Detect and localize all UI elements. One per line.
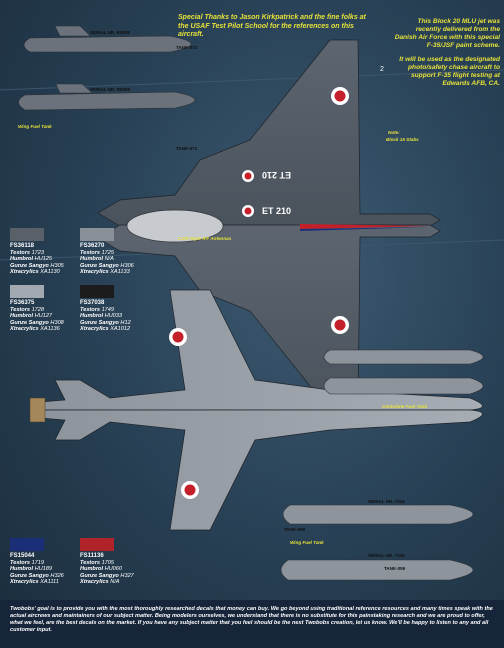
chip-code: FS11136 (80, 553, 104, 559)
centerline-tank-label: Centerline Fuel Tank (382, 404, 428, 409)
chip-line: Xtracrylics XA1130 (10, 269, 60, 276)
serial-top-b: SERIAL NR. R0808 (90, 87, 130, 92)
wing-fuel-tank-top-view (23, 25, 192, 53)
roundel (331, 87, 349, 105)
tank-072-b: TANK-072 (176, 146, 198, 151)
chip-line: Xtracrylics XA1136 (10, 326, 60, 333)
chip-line: Humbrol HU125 (10, 256, 52, 263)
wing-fuel-tank-side-view (18, 83, 196, 111)
iff-label: CCIP Style IFF Antennas (178, 236, 232, 241)
chip-line: Humbrol HU189 (10, 566, 52, 573)
serial-bottom-a: SERIAL NR. 7316 (368, 499, 405, 504)
chip-code: FS37038 (80, 300, 105, 306)
chip-line: Testors 1749 (80, 307, 115, 313)
tank-072-a: TANK-072 (176, 45, 198, 50)
color-chip-fs15044: FS15044 Testors 1719 Humbrol HU189 Gunze… (10, 538, 80, 586)
color-chip-fs36270: FS36270 Testors 1725 Humbrol N/A Gunze S… (80, 228, 150, 276)
roundel (242, 205, 254, 217)
roundel (242, 170, 254, 182)
note-detail-label: Block 15 Stabs (386, 137, 419, 142)
canopy (126, 209, 224, 243)
chip-line: Xtracrylics XA1012 (80, 326, 131, 333)
tail-code: ET 210 (262, 206, 292, 216)
color-chip-fs11136: FS11136 Testors 1705 Humbrol HU060 Gunze… (80, 538, 150, 586)
wing-tank-label-bottom: Wing Fuel Tank (290, 540, 324, 545)
chip-line: Gunze Sangyo H305 (10, 262, 64, 269)
tail-code-inverted: ET 210 (262, 170, 292, 180)
aircraft-description: This Block 20 MLU jet was recently deliv… (392, 18, 500, 94)
swatch (10, 228, 44, 241)
roundel (181, 481, 199, 499)
centerline-fuel-tank (323, 349, 484, 395)
roundel (169, 328, 187, 346)
chip-line: Gunze Sangyo H12 (80, 319, 131, 326)
swatch (80, 228, 114, 241)
color-chip-fs36118: FS36118 Testors 1723 Humbrol HU125 Gunze… (10, 228, 80, 276)
aircraft-top-view (97, 39, 441, 412)
footer-text: Twobobs' goal is to provide you with the… (10, 606, 493, 633)
chip-line: Gunze Sangyo H326 (10, 572, 64, 579)
aircraft-bottom-view (29, 289, 483, 531)
chip-line: Xtracrylics XA1111 (10, 579, 59, 586)
description-paragraph-1: This Block 20 MLU jet was recently deliv… (394, 18, 500, 49)
color-chip-fs37038: FS37038 Testors 1749 Humbrol HU033 Gunze… (80, 285, 150, 333)
callout-number: 2 (380, 66, 384, 73)
swatch (80, 538, 114, 551)
swatch (80, 285, 114, 298)
chip-line: Testors 1728 (10, 307, 45, 313)
chip-code: FS15044 (10, 553, 35, 559)
chip-code: FS36118 (10, 243, 35, 249)
chip-line: Xtracrylics XA1133 (80, 269, 130, 276)
chip-line: Testors 1705 (80, 560, 115, 566)
tail-stripe (300, 224, 430, 229)
chip-line: Testors 1723 (10, 250, 45, 256)
exhaust-nozzle (29, 397, 46, 423)
swatch (10, 538, 44, 551)
chip-code: FS36270 (80, 243, 105, 249)
chip-line: Gunze Sangyo H327 (80, 572, 134, 579)
serial-top-a: SERIAL NR. R0808 (90, 30, 130, 35)
serial-bottom-b: SERIAL NR. 7316 (368, 553, 405, 558)
footer: Twobobs' goal is to provide you with the… (0, 600, 504, 648)
tank-059-a: TANK-059 (284, 527, 306, 532)
description-paragraph-2: It will be used as the designated photo/… (399, 56, 500, 87)
chip-line: Gunze Sangyo H306 (80, 262, 134, 269)
chip-line: Humbrol HU060 (80, 566, 122, 573)
chip-code: FS36375 (10, 300, 35, 306)
wing-tank-label-top: Wing Fuel Tank (18, 124, 52, 129)
swatch (10, 285, 44, 298)
color-chip-fs36375: FS36375 Testors 1728 Humbrol HU127 Gunze… (10, 285, 80, 333)
tank-059-b: TANK-059 (384, 566, 406, 571)
roundel (331, 316, 349, 334)
chip-line: Humbrol N/A (80, 256, 114, 263)
chip-line: Gunze Sangyo H308 (10, 319, 64, 326)
chip-line: Testors 1719 (10, 560, 45, 566)
note-label: Note: (388, 130, 400, 135)
chip-line: Xtracrylics N/A (80, 579, 120, 586)
thanks-text: Special Thanks to Jason Kirkpatrick and … (178, 14, 366, 38)
wing-fuel-tank-bottom-b (280, 559, 474, 581)
wing-fuel-tank-bottom-a (282, 504, 474, 525)
chip-line: Humbrol HU127 (10, 313, 52, 320)
chip-line: Testors 1725 (80, 250, 115, 256)
chip-line: Humbrol HU033 (80, 313, 122, 320)
